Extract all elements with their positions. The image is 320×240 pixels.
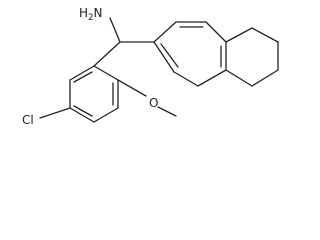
bond bbox=[153, 41, 175, 73]
bond bbox=[93, 107, 119, 123]
amine-hydrogen-count: 2 bbox=[88, 13, 93, 23]
bond-to-methyl bbox=[157, 106, 177, 117]
bond bbox=[251, 27, 279, 43]
bond bbox=[251, 69, 279, 87]
oxygen-atom: O bbox=[149, 96, 158, 110]
chemical-structure: Cl O H2N bbox=[22, 6, 279, 127]
chloromethoxyphenyl-ring bbox=[69, 65, 119, 123]
bond bbox=[173, 71, 199, 87]
bond-to-oxygen bbox=[117, 79, 147, 97]
bond bbox=[205, 21, 227, 43]
aromatic-ring bbox=[153, 21, 227, 87]
saturated-ring bbox=[225, 27, 279, 87]
double-bond bbox=[73, 71, 93, 83]
bond bbox=[93, 65, 119, 81]
amine-nitrogen: N bbox=[93, 6, 102, 20]
bond-ring-to-methine bbox=[93, 41, 121, 67]
double-bond bbox=[73, 105, 93, 117]
bond bbox=[153, 21, 177, 43]
chlorine-atom: Cl bbox=[22, 113, 34, 127]
amine-hydrogen: H bbox=[79, 6, 88, 20]
bond bbox=[225, 69, 253, 87]
bond bbox=[197, 69, 227, 87]
bond-methine-to-amine bbox=[109, 17, 121, 43]
bond bbox=[69, 65, 95, 81]
amine-group: H2N bbox=[79, 6, 102, 23]
bond bbox=[225, 27, 253, 43]
bond-to-chlorine bbox=[39, 107, 71, 119]
bond bbox=[69, 107, 95, 123]
double-bond bbox=[160, 43, 179, 68]
